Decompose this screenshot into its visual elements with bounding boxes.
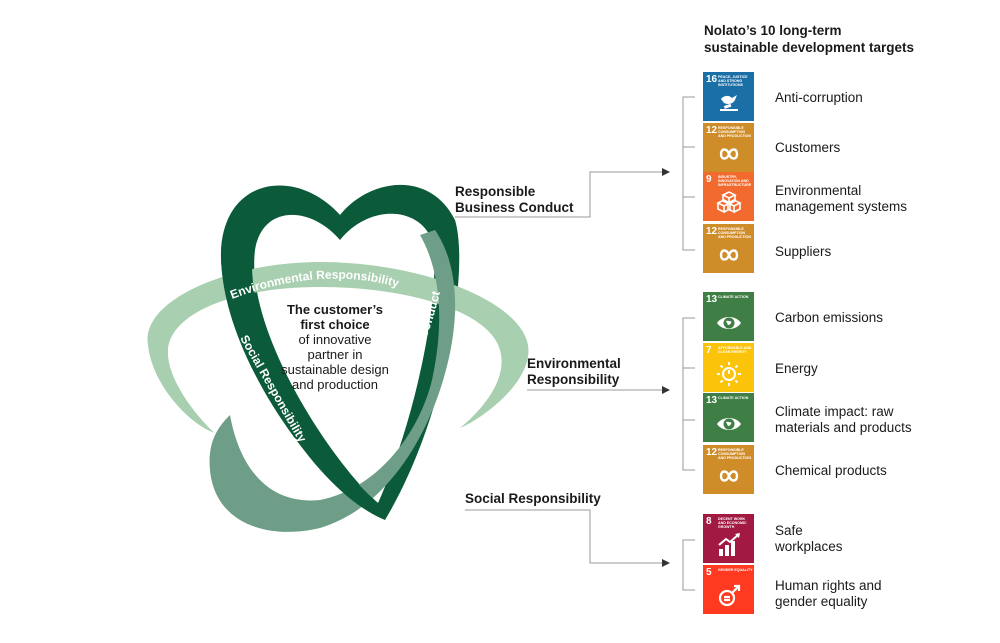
target-label: Energy bbox=[775, 361, 818, 377]
social-responsibility-ring-front bbox=[221, 240, 385, 520]
center-line5: sustainable design bbox=[281, 362, 389, 377]
target-label-line2: materials and products bbox=[775, 420, 912, 435]
sdg-number: 5 bbox=[706, 567, 712, 578]
sdg-number: 16 bbox=[706, 74, 718, 85]
pillar-environmental: Environmental Responsibility bbox=[527, 356, 621, 388]
target-label-line2: gender equality bbox=[775, 594, 868, 609]
target-label-line2: workplaces bbox=[775, 539, 843, 554]
sdg-title: Responsible consumption and production bbox=[718, 227, 751, 239]
sun-power-icon bbox=[715, 360, 743, 388]
infinity-icon bbox=[715, 140, 743, 168]
center-line4: partner in bbox=[307, 347, 363, 362]
center-line3: of innovative bbox=[298, 332, 372, 347]
target-label-line2: management systems bbox=[775, 199, 908, 214]
sdg-number: 7 bbox=[706, 345, 712, 356]
cubes-icon bbox=[715, 189, 743, 217]
sdg-title: Industry, innovation and infrastructure bbox=[718, 175, 752, 187]
connector-arrows bbox=[662, 168, 670, 567]
sdg-number: 12 bbox=[706, 447, 718, 458]
connector-lines bbox=[455, 96, 695, 591]
arrow-environmental bbox=[662, 386, 670, 394]
target-label-line1: Suppliers bbox=[775, 244, 832, 259]
center-line6: and production bbox=[291, 377, 378, 392]
bracket-social bbox=[682, 539, 695, 591]
sdg-title: Responsible consumption and production bbox=[718, 448, 751, 460]
sdg-title: Climate action bbox=[718, 295, 749, 299]
pillar-social: Social Responsibility bbox=[465, 491, 601, 507]
infinity-icon bbox=[715, 241, 743, 269]
target-label-line1: Climate impact: raw bbox=[775, 404, 894, 419]
pillar-environmental-line2: Responsibility bbox=[527, 372, 620, 387]
target-label: Customers bbox=[775, 140, 840, 156]
center-statement: The customer’s first choice of innovativ… bbox=[270, 302, 400, 392]
target-label: Carbon emissions bbox=[775, 310, 883, 326]
center-bold-line1: The customer’s bbox=[286, 302, 384, 317]
gender-equality-icon bbox=[715, 582, 743, 610]
target-label-line1: Safe bbox=[775, 523, 803, 538]
bracket-business bbox=[682, 96, 695, 251]
dove-gavel-icon bbox=[715, 89, 743, 117]
target-label-line1: Anti-corruption bbox=[775, 90, 863, 105]
sdg-number: 8 bbox=[706, 516, 712, 527]
target-label-line1: Chemical products bbox=[775, 463, 887, 478]
sdg-12-tile: 12Responsible consumption and production bbox=[703, 445, 754, 494]
sdg-13-tile: 13Climate action bbox=[703, 292, 754, 341]
sdg-number: 13 bbox=[706, 294, 718, 305]
sdg-title: Gender equality bbox=[718, 568, 753, 572]
sdg-16-tile: 16Peace, justice and strong institutions bbox=[703, 72, 754, 121]
growth-chart-icon bbox=[715, 531, 743, 559]
sdg-5-tile: 5 Gender equality bbox=[703, 565, 754, 614]
target-label: Chemical products bbox=[775, 463, 887, 479]
target-label: Anti-corruption bbox=[775, 90, 863, 106]
target-label-line1: Energy bbox=[775, 361, 818, 376]
sdg-number: 9 bbox=[706, 174, 712, 185]
connector-business bbox=[455, 171, 662, 218]
target-label-line1: Carbon emissions bbox=[775, 310, 884, 325]
targets-heading-line1: Nolato’s 10 long-term bbox=[704, 23, 842, 38]
targets-heading: Nolato’s 10 long-term sustainable develo… bbox=[704, 22, 914, 56]
eye-globe-icon bbox=[715, 309, 743, 337]
sdg-7-tile: 7 Affordable and clean energy bbox=[703, 343, 754, 392]
sdg-8-tile: 8 Decent work and economic growth bbox=[703, 514, 754, 563]
sdg-title: Climate action bbox=[718, 396, 749, 400]
responsible-business-ring-main bbox=[209, 230, 456, 532]
connector-social bbox=[465, 509, 662, 564]
sdg-title: Peace, justice and strong institutions bbox=[718, 75, 748, 87]
sdg-9-tile: 9 Industry, innovation and infrastructure bbox=[703, 172, 754, 221]
sdg-13-tile: 13Climate action bbox=[703, 393, 754, 442]
eye-globe-icon bbox=[715, 410, 743, 438]
sdg-number: 12 bbox=[706, 226, 718, 237]
sdg-12-tile: 12Responsible consumption and production bbox=[703, 123, 754, 172]
target-label-line1: Environmental bbox=[775, 183, 862, 198]
bracket-environmental bbox=[682, 317, 695, 471]
sdg-number: 12 bbox=[706, 125, 718, 136]
pillar-business-line2: Business Conduct bbox=[455, 200, 574, 215]
infinity-icon bbox=[715, 462, 743, 490]
sdg-12-tile: 12Responsible consumption and production bbox=[703, 224, 754, 273]
pillar-business-line1: Responsible bbox=[455, 184, 536, 199]
pillar-business: Responsible Business Conduct bbox=[455, 184, 574, 216]
target-label-line1: Customers bbox=[775, 140, 841, 155]
pillar-environmental-line1: Environmental bbox=[527, 356, 621, 371]
target-label: Suppliers bbox=[775, 244, 831, 260]
pillar-social-line1: Social Responsibility bbox=[465, 491, 601, 506]
arrow-business bbox=[662, 168, 670, 176]
sdg-title: Responsible consumption and production bbox=[718, 126, 751, 138]
sdg-title: Affordable and clean energy bbox=[718, 346, 752, 354]
arrow-social bbox=[662, 559, 670, 567]
target-label-line1: Human rights and bbox=[775, 578, 882, 593]
targets-heading-line2: sustainable development targets bbox=[704, 40, 915, 55]
sdg-number: 13 bbox=[706, 395, 718, 406]
sdg-title: Decent work and economic growth bbox=[718, 517, 747, 529]
center-bold-line2: first choice bbox=[300, 317, 370, 332]
